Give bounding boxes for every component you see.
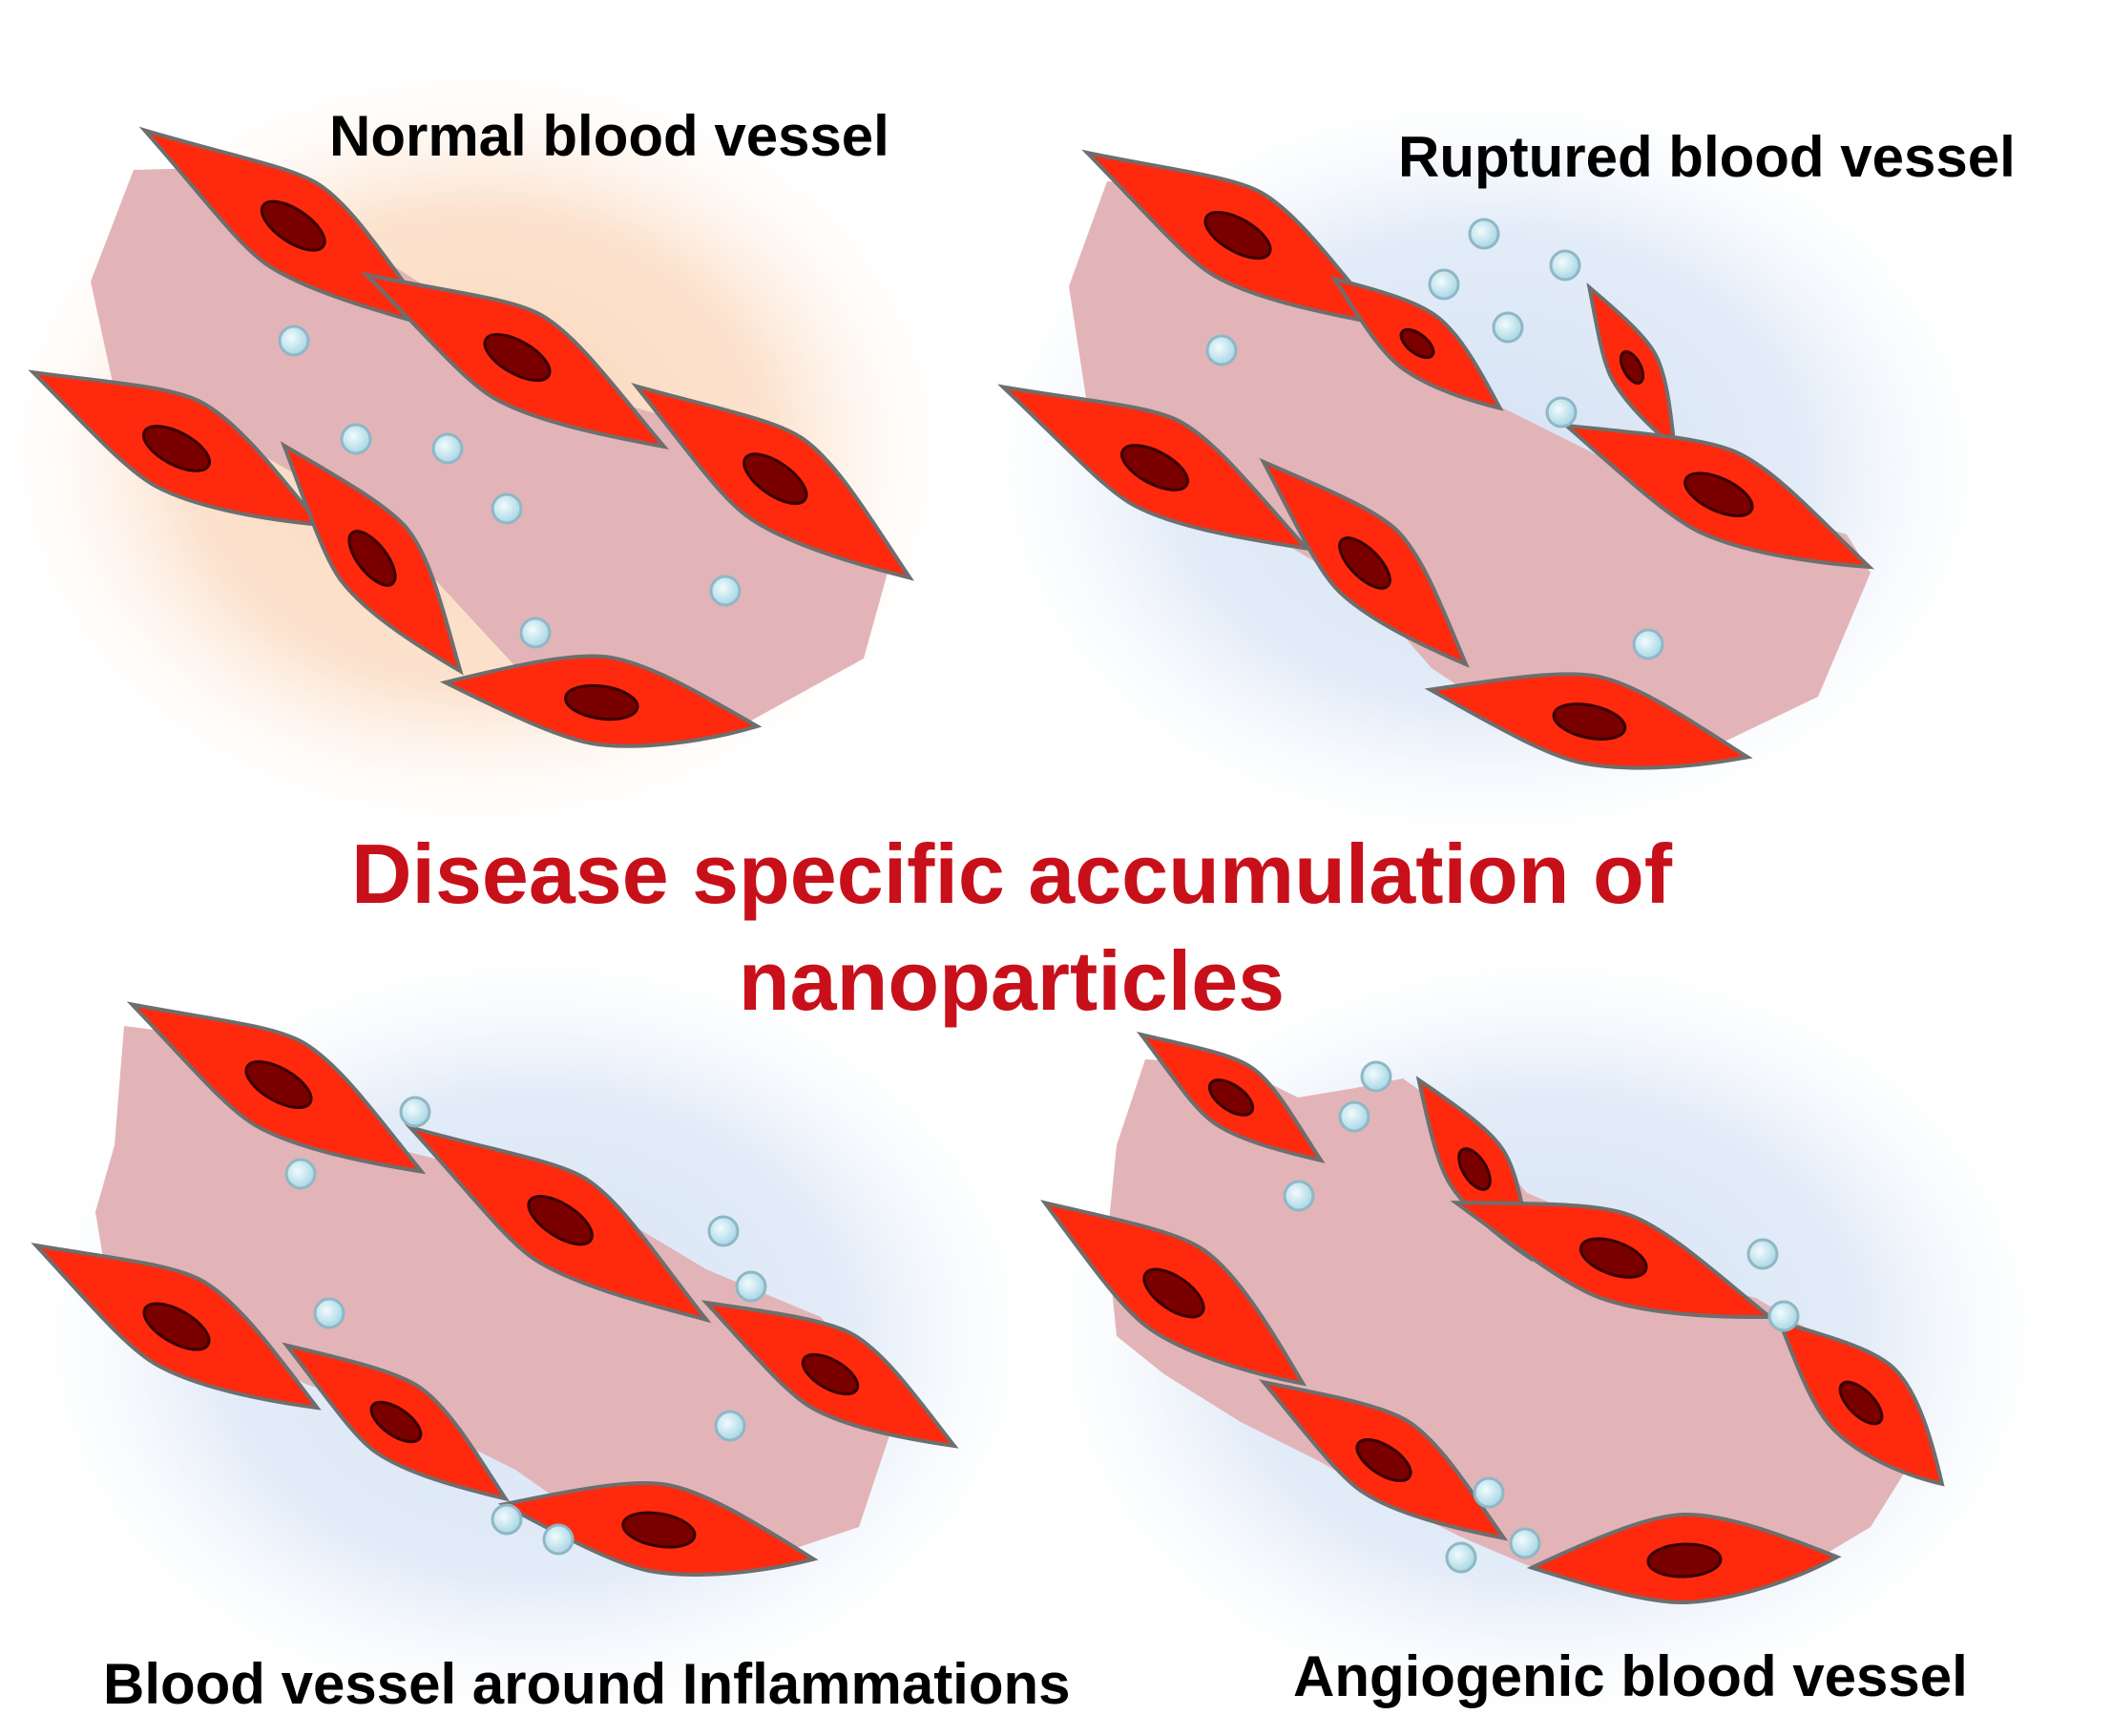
panel-label-angiogenic: Angiogenic blood vessel <box>1293 1644 1968 1708</box>
endothelial-cell <box>280 441 464 676</box>
endothelial-cell <box>1259 1379 1509 1541</box>
nanoparticle <box>707 1215 740 1247</box>
nanoparticle <box>1428 268 1460 301</box>
nanoparticle <box>1445 1541 1477 1574</box>
nanoparticle <box>735 1270 767 1303</box>
nanoparticle <box>340 423 372 455</box>
endothelial-cell <box>282 1342 511 1502</box>
endothelial-cell <box>1329 276 1504 411</box>
nanoparticle <box>491 1503 523 1536</box>
endothelial-cell <box>1560 423 1874 570</box>
nanoparticle <box>1468 218 1500 250</box>
nanoparticle <box>1338 1100 1370 1133</box>
nanoparticle <box>1492 311 1524 344</box>
nanoparticle <box>1746 1238 1779 1270</box>
endothelial-cell <box>1259 457 1470 668</box>
nanoparticle <box>1283 1180 1315 1212</box>
endothelial-cell <box>361 271 670 450</box>
nanoparticle <box>1473 1476 1505 1509</box>
nanoparticle <box>1360 1060 1392 1093</box>
panel-label-normal: Normal blood vessel <box>329 104 889 168</box>
nanoparticle <box>519 617 552 649</box>
nanoparticle <box>431 432 464 465</box>
nanoparticle <box>284 1158 317 1190</box>
endothelial-cell <box>631 383 914 581</box>
panel-label-ruptured: Ruptured blood vessel <box>1398 125 2016 189</box>
nanoparticle <box>714 1410 746 1442</box>
endothelial-cell <box>1424 672 1753 770</box>
panel-normal <box>28 126 914 748</box>
endothelial-cell <box>1776 1319 1945 1487</box>
diagram-title-line2: nanoparticles <box>738 933 1286 1028</box>
nanoparticle <box>709 575 742 607</box>
diagram-title-line1: Disease specific accumulation of <box>350 826 1673 921</box>
endothelial-cell <box>1136 1031 1326 1164</box>
nanoparticle <box>1632 628 1664 660</box>
endothelial-cell <box>497 1480 819 1577</box>
endothelial-cell <box>404 1123 712 1324</box>
nanoparticle <box>542 1523 575 1556</box>
endothelial-cell <box>31 1243 322 1411</box>
nanoparticle <box>491 492 523 525</box>
nanoparticle <box>1509 1527 1541 1559</box>
nanoparticle <box>1545 396 1578 429</box>
endothelial-cell <box>439 654 763 748</box>
nanoparticle <box>399 1096 431 1128</box>
endothelial-cell <box>1450 1201 1776 1320</box>
nanoparticle <box>278 324 310 357</box>
vessel-lumen <box>91 167 888 735</box>
vessel-lumen <box>1069 181 1871 754</box>
endothelial-cell <box>126 1001 427 1175</box>
nanoparticle <box>1205 334 1238 366</box>
nanoparticle <box>1767 1300 1800 1332</box>
endothelial-cell <box>701 1300 959 1449</box>
panel-ruptured <box>996 149 1874 770</box>
nanoparticle <box>1549 249 1581 282</box>
panel-angiogenic <box>1039 1031 1945 1604</box>
endothelial-cell <box>1039 1200 1307 1387</box>
panel-label-inflammation: Blood vessel around Inflammations <box>103 1652 1071 1716</box>
nanoparticle <box>313 1297 345 1329</box>
endothelial-cell <box>996 384 1312 552</box>
endothelial-cell <box>1526 1513 1842 1604</box>
panel-inflammation <box>31 1001 959 1577</box>
diagram-title: Disease specific accumulation of nanopar… <box>0 821 2023 1035</box>
